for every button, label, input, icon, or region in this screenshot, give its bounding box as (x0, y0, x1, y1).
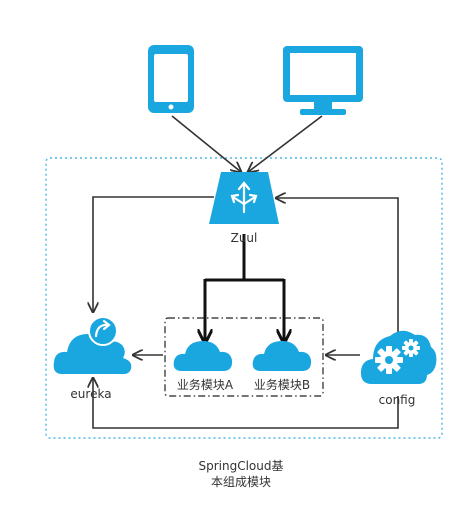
zuul-to-eureka-arrow (93, 196, 214, 312)
zuul-label: Zuul (231, 231, 258, 245)
config-to-eureka-arrow (93, 378, 399, 429)
mobile-phone-icon (148, 45, 194, 113)
config-to-zuul-arrow (276, 198, 399, 332)
phone-to-zuul-arrow (171, 115, 241, 172)
system-boundary (45, 157, 443, 439)
module-a-cloud-icon (173, 341, 233, 371)
config-label: config (379, 393, 416, 407)
config-gears-cloud-icon (360, 330, 437, 384)
monitor-to-zuul-arrow (248, 115, 323, 172)
caption-line-2: 本组成模块 (211, 475, 271, 489)
business-module-group (164, 317, 324, 397)
module-b-cloud-icon (252, 341, 312, 371)
desktop-monitor-icon (283, 46, 363, 115)
module-b-label: 业务模块B (254, 377, 310, 392)
caption-line-1: SpringCloud基 (198, 459, 283, 473)
zuul-gateway-icon (209, 172, 279, 224)
eureka-cloud-icon (53, 316, 132, 375)
zuul-to-modules-connector (205, 234, 284, 282)
eureka-label: eureka (70, 387, 111, 401)
module-a-label: 业务模块A (177, 377, 234, 392)
